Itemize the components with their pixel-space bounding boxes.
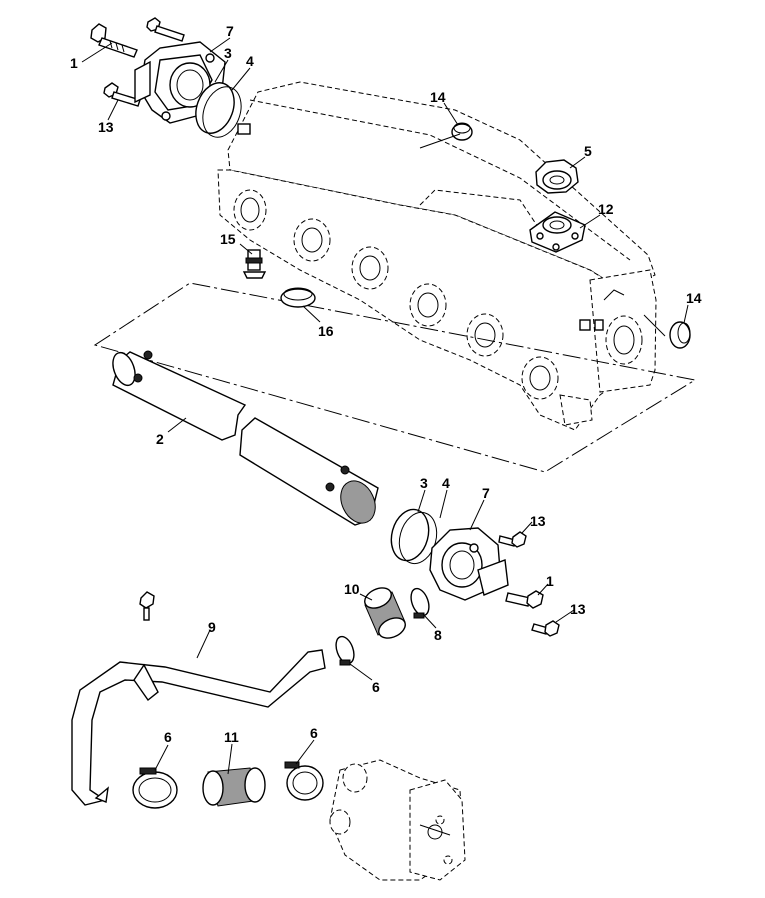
coolant-hose-9: [71, 649, 326, 806]
filler-cap-5: [535, 159, 579, 194]
thermostat-housing-ghost: [329, 759, 466, 881]
callout-15: 15: [220, 231, 236, 247]
exhaust-manifold-ghost: [217, 81, 657, 431]
callout-10: 10: [344, 581, 360, 597]
callout-13-low: 13: [570, 601, 586, 617]
callout-6-right: 6: [310, 725, 318, 741]
callout-14-top: 14: [430, 89, 446, 105]
leader-lines: [81, 37, 689, 775]
bolt-13-top-upper: [146, 17, 185, 42]
callout-1-top: 1: [70, 55, 78, 71]
filler-neck-12: [529, 211, 586, 253]
gasket-3-top: [195, 82, 235, 134]
gasket-4-mid: [398, 511, 438, 565]
bolt-13-mid: [498, 531, 527, 548]
assembly-boundary: [93, 282, 697, 473]
plug-16: [280, 287, 316, 308]
callout-14-right: 14: [686, 290, 702, 306]
outlet-flange-7-mid: [429, 527, 509, 601]
callout-12: 12: [598, 201, 614, 217]
callout-11: 11: [224, 729, 239, 745]
hose-clamp-8: [410, 587, 430, 619]
callout-16: 16: [318, 323, 334, 339]
callout-1-mid: 1: [546, 573, 554, 589]
bolt-1-top: [90, 23, 138, 58]
hose-sleeve-10: [364, 587, 406, 639]
inner-tube-2: [112, 350, 379, 526]
gasket-4-top: [202, 86, 242, 138]
callout-6-left: 6: [164, 729, 172, 745]
callout-2: 2: [156, 431, 164, 447]
callout-7-top: 7: [226, 23, 234, 39]
bolt-13-top-lower: [103, 82, 141, 107]
callout-6-mid: 6: [372, 679, 380, 695]
callout-4-top: 4: [246, 53, 254, 69]
plug-14-top: [451, 122, 473, 141]
bolt-9: [139, 591, 155, 621]
bolt-1-mid: [505, 590, 544, 609]
hose-clamp-6-mid: [335, 635, 355, 666]
callout-4-mid: 4: [442, 475, 450, 491]
plug-14-right: [669, 321, 691, 349]
callout-3-mid: 3: [420, 475, 428, 491]
callout-13-top: 13: [98, 119, 114, 135]
callout-5: 5: [584, 143, 592, 159]
callout-9: 9: [208, 619, 216, 635]
bolt-13-low: [531, 620, 560, 637]
callout-7-mid: 7: [482, 485, 490, 501]
callout-8: 8: [434, 627, 442, 643]
drain-valve-15: [242, 249, 267, 279]
hose-clamp-6-left: [132, 767, 178, 809]
callout-13-mid: 13: [530, 513, 546, 529]
hose-clamp-6-right: [284, 761, 324, 801]
hose-sleeve-11: [202, 767, 266, 807]
gasket-3-mid: [390, 508, 430, 562]
callout-3-top: 3: [224, 45, 232, 61]
